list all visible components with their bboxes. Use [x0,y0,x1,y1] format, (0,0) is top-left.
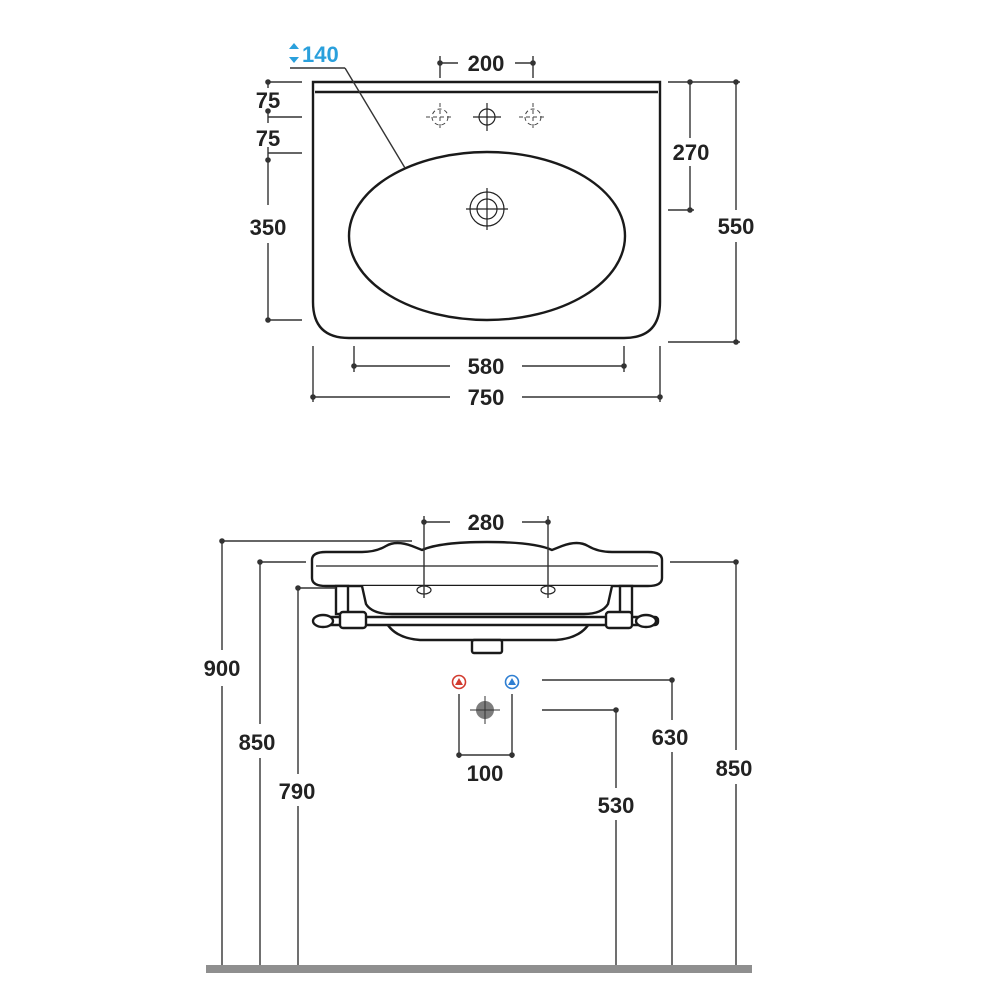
total-depth-label: 550 [718,214,755,239]
tap-hole-center-icon [473,103,501,131]
top-view: 140 200 75 75 350 [250,42,755,410]
dim-left-heights: 900 850 790 [204,538,412,965]
total-width-label: 750 [468,385,505,410]
tap-hole-left-icon [426,103,454,131]
cold-supply-icon [504,674,520,690]
tap-hole-right-icon [519,103,547,131]
drain-offset-label: 270 [673,140,710,165]
drain-height-label: 530 [598,793,635,818]
height-790-label: 790 [279,779,316,804]
supply-spacing-label: 100 [467,761,504,786]
dim-75-b-label: 75 [256,126,280,151]
side-view: 280 100 900 [204,510,753,973]
bowl-ellipse [347,150,627,322]
height-850-left-label: 850 [239,730,276,755]
dim-right-heights: 630 530 850 [542,559,753,965]
bowl-depth-label: 350 [250,215,287,240]
overflow-depth-label: 140 [302,42,339,67]
waste-outlet-icon [470,696,500,724]
dim-supply-spacing: 100 [456,694,515,786]
height-900-label: 900 [204,656,241,681]
supply-height-label: 630 [652,725,689,750]
drain-icon [466,188,508,230]
basin-profile [310,540,664,588]
dim-tap-spacing: 200 [437,51,536,78]
bowl-profile [360,585,614,616]
towel-rail [311,584,660,630]
dim-bracket-spacing: 280 [421,510,551,598]
dim-left-stack: 75 75 350 [250,79,302,323]
bracket-spacing-label: 280 [468,510,505,535]
hot-supply-icon [451,674,467,690]
up-down-arrow-icon [289,43,299,63]
dim-bottom-stack: 580 750 [310,346,663,410]
dim-75-a-label: 75 [256,88,280,113]
height-850-right-label: 850 [716,756,753,781]
floor [206,965,752,973]
bowl-width-label: 580 [468,354,505,379]
overflow-leader: 140 [289,42,406,169]
tap-spacing-label: 200 [468,51,505,76]
dim-right-stack: 270 550 [668,79,755,345]
